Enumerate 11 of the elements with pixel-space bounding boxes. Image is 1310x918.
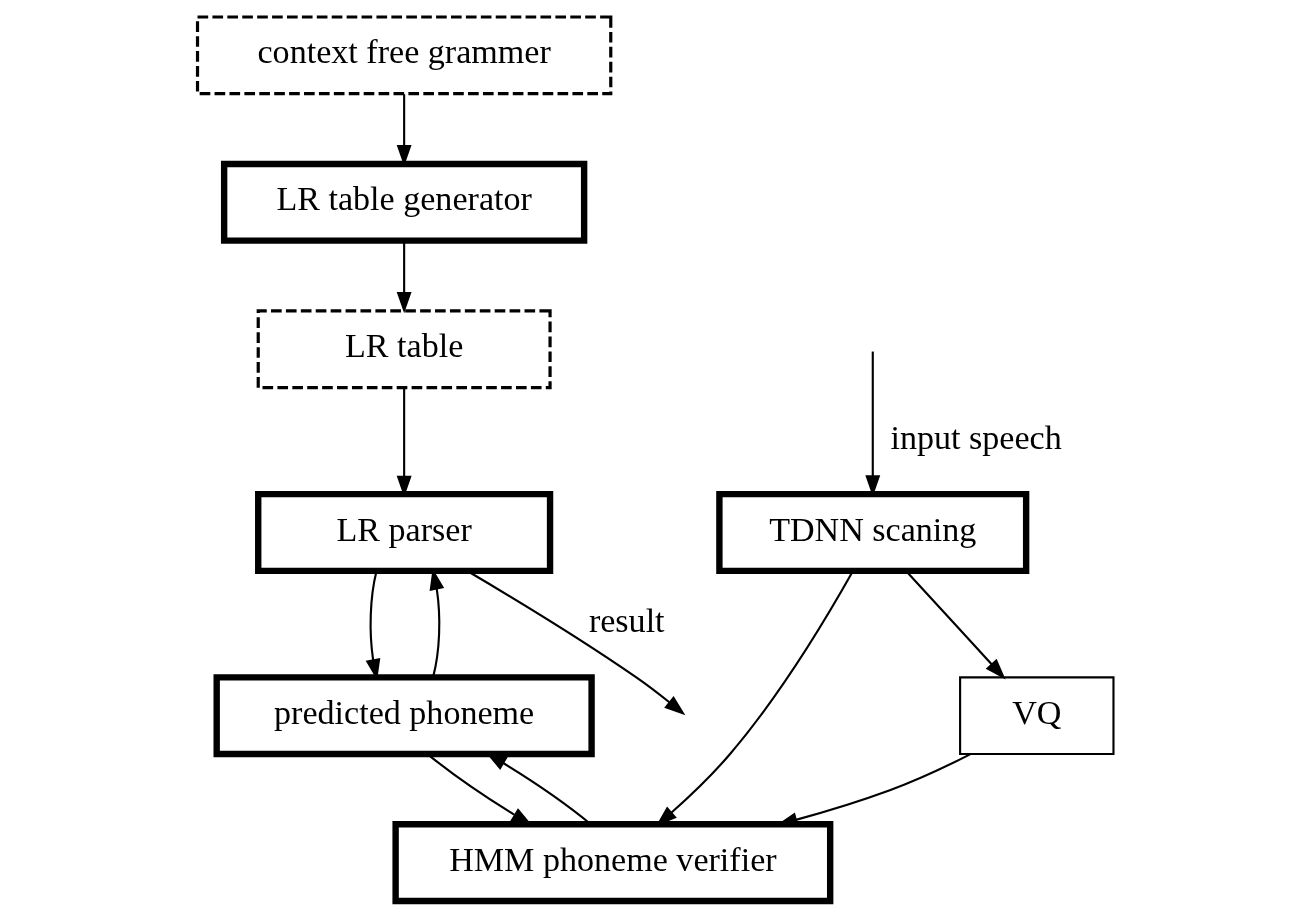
arrow (396, 241, 412, 314)
node-box: LR table generator (220, 160, 587, 244)
edge-label: result (588, 602, 665, 640)
node-box: predicted phoneme (213, 674, 595, 758)
node-box: TDNN scaning (715, 490, 1029, 575)
node-box: HMM phoneme verifier (391, 821, 833, 905)
node-box: LR table (256, 309, 552, 390)
node-box: context free grammer (195, 15, 612, 96)
node-box: LR parser (254, 490, 553, 575)
node-box: VQ (958, 676, 1115, 756)
edge-label: input speech (889, 418, 1062, 456)
